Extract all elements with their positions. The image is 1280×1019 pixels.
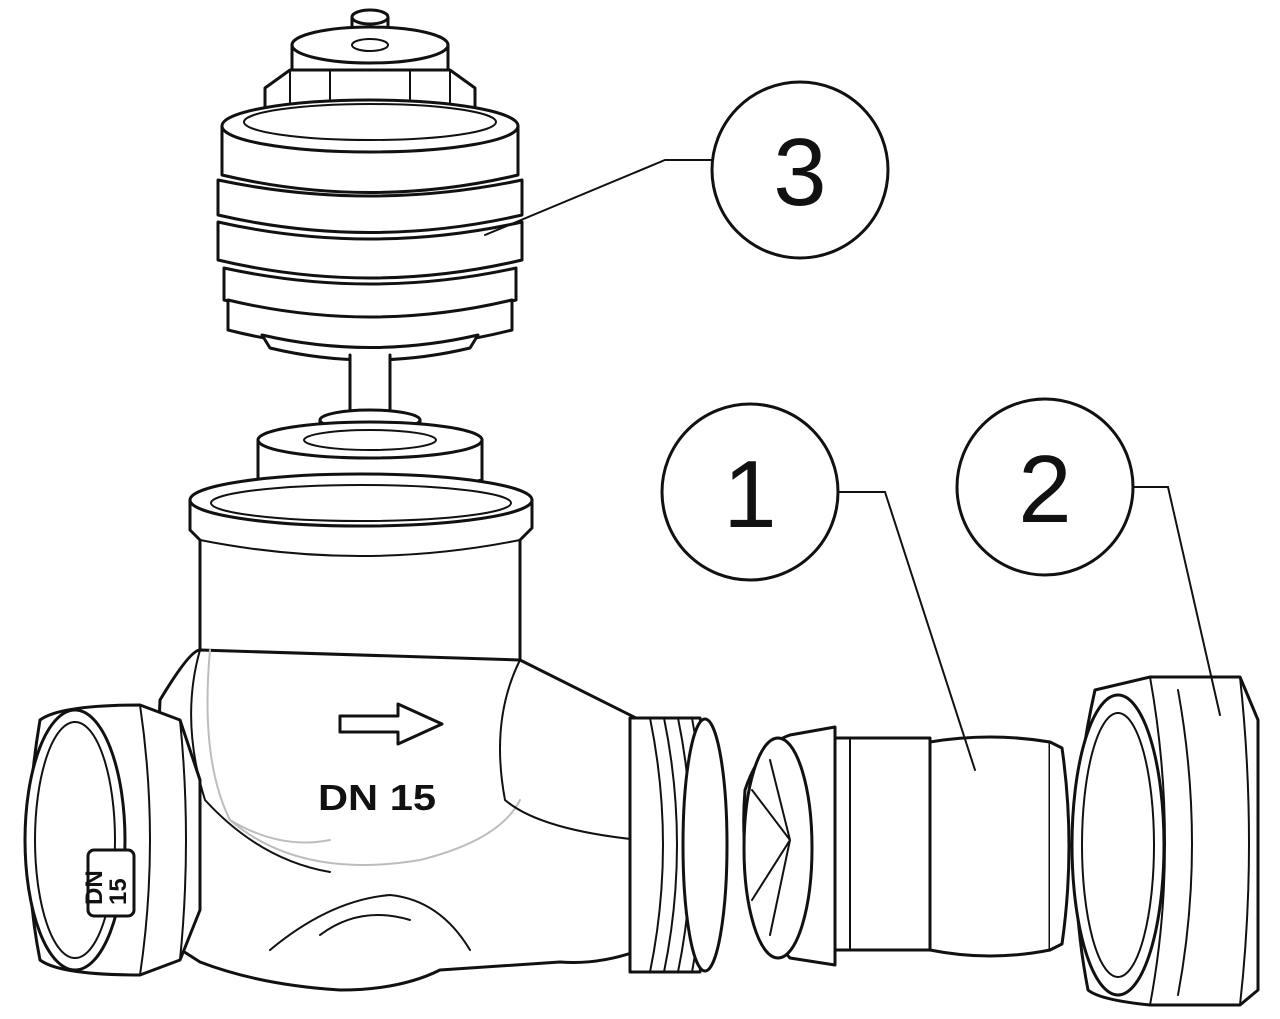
valve-insert [216, 8, 524, 495]
callout-2-label: 2 [1018, 436, 1071, 543]
callout-1-label: 1 [723, 441, 776, 548]
union-nut [1070, 675, 1260, 1007]
valve-body: DN 15 DN 15 [23, 472, 729, 992]
end-size-label: 15 [105, 878, 132, 905]
dn-size-marking: DN 15 [318, 777, 436, 818]
callout-1: 1 [660, 402, 976, 771]
end-dn-label: DN [81, 870, 108, 905]
compression-insert [742, 725, 1071, 967]
callout-3: 3 [484, 80, 890, 260]
callout-3-label: 3 [773, 119, 826, 226]
callout-2: 2 [955, 397, 1221, 716]
arrow-right-icon [338, 702, 444, 746]
